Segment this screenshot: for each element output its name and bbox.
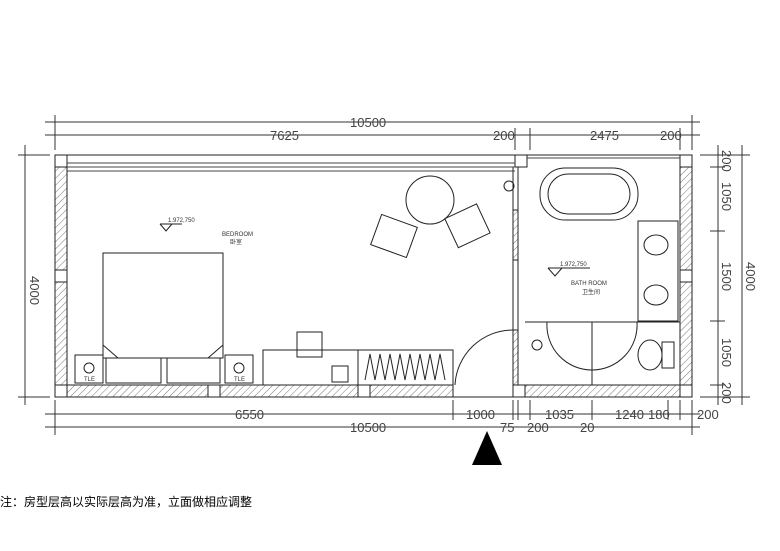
dim-bottom-b: 1000: [466, 407, 495, 422]
bathroom-label: BATH ROOM: [571, 281, 607, 287]
dim-right-c: 1500: [719, 262, 734, 291]
lounge-set: [371, 176, 490, 258]
bedroom-label-cn: 卧室: [230, 238, 242, 246]
svg-text:1.972,750: 1.972,750: [560, 262, 587, 268]
dim-top-c: 2475: [590, 128, 619, 143]
bedroom-label: BEDROOM: [222, 232, 253, 238]
wardrobe: [358, 350, 453, 385]
dim-bottom-i: 200: [697, 407, 719, 422]
level-marker-bathroom: 1.972,750: [548, 262, 590, 276]
entry-door: [455, 330, 513, 385]
dim-bottom-c: 75: [500, 420, 514, 435]
dim-bottom-total: 10500: [350, 420, 386, 435]
bed: [75, 253, 253, 383]
bathroom-fixtures: [504, 168, 680, 385]
dim-bottom-e: 1035: [545, 407, 574, 422]
svg-text:1.972,750: 1.972,750: [168, 218, 195, 224]
dim-right-e: 200: [719, 382, 734, 404]
dim-right-d: 1050: [719, 338, 734, 367]
dim-bottom-a: 6550: [235, 407, 264, 422]
tle-label-right: TLE: [234, 377, 245, 383]
dim-right-a: 200: [719, 150, 734, 172]
dim-bottom-h: 180: [648, 407, 670, 422]
desk: [263, 332, 358, 385]
dim-right-total: 4000: [743, 262, 758, 291]
tle-label-left: TLE: [84, 377, 95, 383]
dim-bottom-f: 20: [580, 420, 594, 435]
dimension-lines: [18, 115, 750, 435]
level-marker-bedroom: 1.972,750: [160, 218, 195, 231]
dim-left-total: 4000: [27, 276, 42, 305]
entrance-arrow-icon: [472, 431, 502, 465]
bathroom-label-cn: 卫生间: [582, 288, 600, 296]
dim-bottom-g: 1240: [615, 407, 644, 422]
floor-plan-note: 注：房型层高以实际层高为准，立面做相应调整: [0, 495, 253, 509]
dim-right-b: 1050: [719, 182, 734, 211]
dim-bottom-d: 200: [527, 420, 549, 435]
dim-top-d: 200: [660, 128, 682, 143]
dim-top-total: 10500: [350, 115, 386, 130]
dim-top-a: 7625: [270, 128, 299, 143]
walls: [55, 155, 692, 397]
dim-top-b: 200: [493, 128, 515, 143]
